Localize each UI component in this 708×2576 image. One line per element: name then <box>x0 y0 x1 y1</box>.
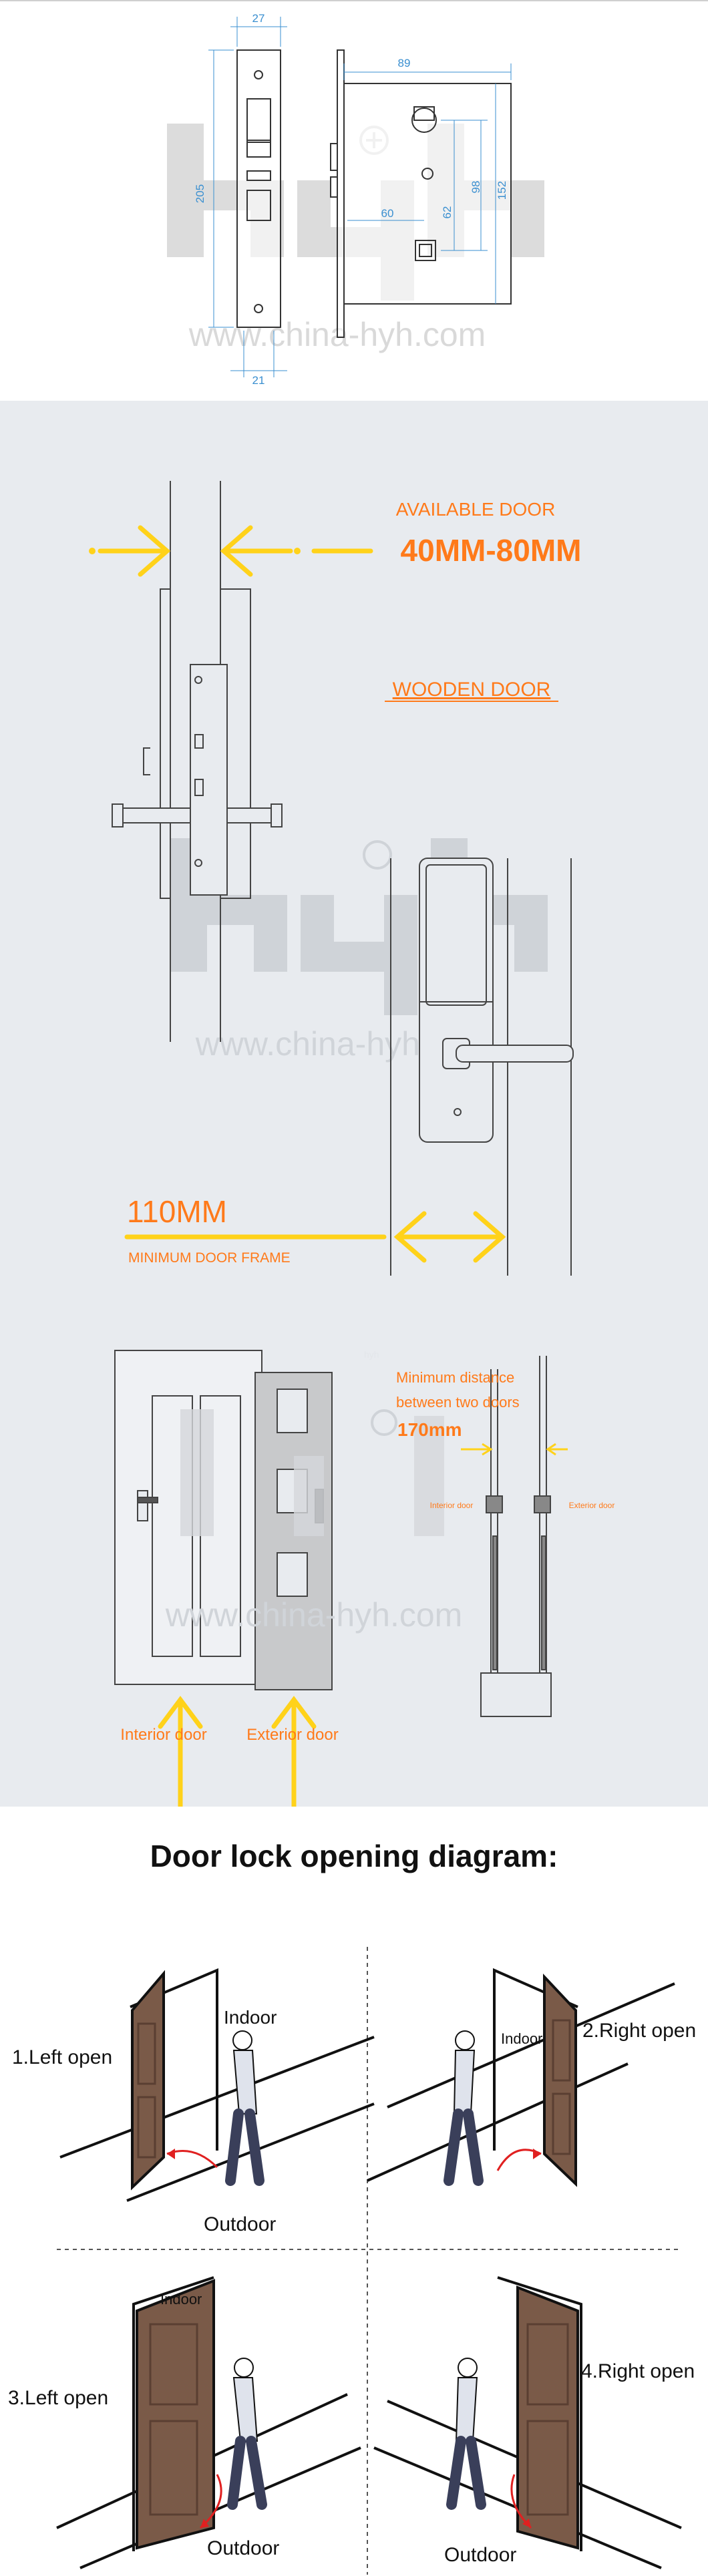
panel-2-top: Indoor <box>501 2030 542 2047</box>
panel-left-open-3 <box>56 2276 361 2569</box>
distance-label-1: Minimum distance <box>396 1369 514 1386</box>
dim-bottom-width: 21 <box>252 374 265 387</box>
available-door-range: 40MM-80MM <box>401 533 582 568</box>
installation-drawing: www.china-hyh.com AVAILABLE DOOR 40MM-80… <box>89 481 615 1807</box>
distance-label-2: between two doors <box>396 1394 520 1411</box>
dim-body-width: 89 <box>398 57 411 69</box>
panel-3-bottom: Outdoor <box>207 2537 279 2559</box>
dim-faceplate-height: 205 <box>194 184 206 203</box>
watermark-url: www.china-hyh.com <box>165 1596 463 1634</box>
panel-4-bottom: Outdoor <box>444 2544 516 2566</box>
installation-section: www.china-hyh.com AVAILABLE DOOR 40MM-80… <box>0 401 708 1807</box>
small-interior-label: Interior door <box>430 1501 474 1510</box>
spec-drawing: www.china-hyh.com 27 20 <box>0 0 708 387</box>
door-frame-drawing <box>390 858 574 1276</box>
panel-right-open-2 <box>367 1968 675 2187</box>
dim-center: 62 <box>441 206 454 219</box>
panel-1-label: 1.Left open <box>12 2046 112 2068</box>
small-exterior-label: Exterior door <box>569 1501 615 1510</box>
opening-section: Door lock opening diagram: 1.Left open I… <box>0 1807 708 2576</box>
panel-1-top: Indoor <box>224 2007 277 2028</box>
available-door-label: AVAILABLE DOOR <box>396 499 556 520</box>
double-door-watermark <box>180 1409 444 1536</box>
watermark-circle <box>371 1409 397 1436</box>
panel-left-open-1 <box>59 1968 375 2202</box>
watermark-logo-text: hyh <box>364 1349 379 1360</box>
distance-arrows <box>461 1443 568 1456</box>
frame-label: MINIMUM DOOR FRAME <box>128 1250 291 1266</box>
panel-1-bottom: Outdoor <box>204 2213 276 2235</box>
arrow-dot <box>89 548 96 554</box>
panel-2-label: 2.Right open <box>582 2020 696 2042</box>
door-section-drawing <box>112 481 283 1042</box>
lockbody-drawing <box>330 49 512 338</box>
dimension-lines <box>208 17 512 377</box>
panel-3-label: 3.Left open <box>8 2387 108 2409</box>
frame-arrows <box>124 1211 506 1263</box>
dim-body-height-inner: 98 <box>470 181 482 194</box>
panel-3-top: Indoor <box>160 2291 202 2308</box>
interior-door-label: Interior door <box>120 1726 206 1744</box>
dim-body-height: 152 <box>496 181 508 200</box>
door-up-arrows <box>158 1696 317 1807</box>
watermark-circle <box>363 840 392 870</box>
panel-4-label: 4.Right open <box>581 2360 695 2382</box>
door-type-label: WOODEN DOOR <box>393 679 551 701</box>
distance-value: 170mm <box>397 1419 462 1440</box>
opening-title: Door lock opening diagram: <box>150 1839 558 1873</box>
two-door-section <box>480 1356 552 1717</box>
spec-section: www.china-hyh.com 27 20 <box>0 0 708 401</box>
door-thickness-arrows <box>98 525 373 577</box>
faceplate-drawing <box>236 49 281 328</box>
frame-value: 110MM <box>127 1194 227 1229</box>
dim-backset: 60 <box>381 207 394 220</box>
arrow-dot <box>294 548 301 554</box>
panel-right-open-4 <box>373 2276 682 2569</box>
exterior-door-label: Exterior door <box>246 1726 338 1744</box>
dim-top-width: 27 <box>252 12 265 25</box>
opening-diagram: Door lock opening diagram: 1.Left open I… <box>8 1839 696 2575</box>
